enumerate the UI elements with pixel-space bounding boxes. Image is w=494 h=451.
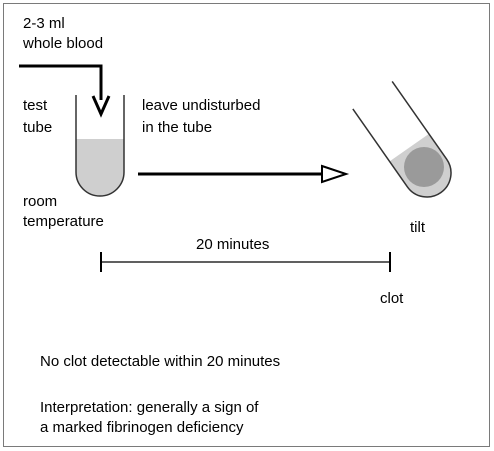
test-tube-upright <box>75 95 125 197</box>
process-arrow-head <box>321 164 350 184</box>
transfer-arrow-head <box>91 95 111 118</box>
interpretation-line-2: a marked fibrinogen deficiency <box>40 419 244 436</box>
tube-label: tube <box>23 119 53 136</box>
test-label: test <box>23 97 48 114</box>
blood-fill <box>76 139 124 196</box>
duration-label: 20 minutes <box>196 236 270 253</box>
diagram-frame <box>3 3 490 447</box>
tilt-label: tilt <box>410 219 425 236</box>
sample-type-label: whole blood <box>23 35 104 52</box>
finding-text: No clot detectable within 20 minutes <box>40 353 281 370</box>
tilted-tube-outline <box>352 80 452 198</box>
transfer-arrow-line <box>19 64 103 100</box>
tube-outline <box>75 95 125 197</box>
room-label: room <box>23 193 58 210</box>
leave-undisturbed-label: leave undisturbed <box>142 97 261 114</box>
in-the-tube-label: in the tube <box>142 119 213 136</box>
sample-volume-label: 2-3 ml <box>23 15 65 32</box>
interpretation-line-1: Interpretation: generally a sign of <box>40 399 259 416</box>
clot-mass <box>404 147 444 187</box>
test-tube-tilted <box>352 80 452 198</box>
clot-label: clot <box>380 290 404 307</box>
temperature-label: temperature <box>23 213 104 230</box>
